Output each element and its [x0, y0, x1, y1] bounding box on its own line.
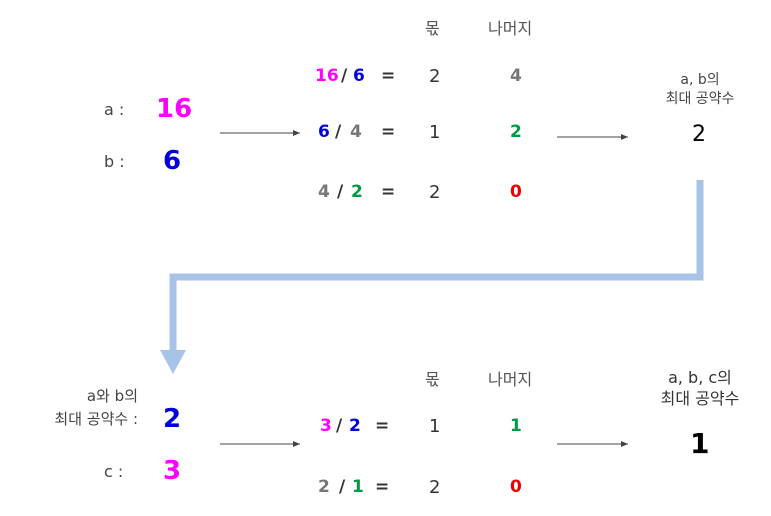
b-label: b :: [104, 152, 125, 171]
slash: /: [341, 66, 348, 86]
b-value: 6: [163, 146, 182, 176]
equals-sign: =: [381, 182, 396, 202]
quotient-value: 1: [429, 122, 441, 143]
divisor: 4: [350, 122, 362, 142]
quotient-value: 2: [429, 182, 441, 203]
dividend: 2: [318, 477, 330, 497]
remainder-header: 나머지: [488, 370, 533, 389]
divisor: 2: [351, 182, 363, 202]
equals-sign: =: [381, 66, 396, 86]
gcd-ab-value: 2: [692, 122, 706, 147]
remainder-value: 0: [510, 477, 522, 497]
remainder-value: 1: [510, 416, 522, 436]
dividend: 16: [315, 66, 339, 86]
divisor: 6: [353, 66, 365, 86]
gcd-ab-input-value: 2: [163, 404, 182, 434]
dividend: 3: [320, 416, 332, 436]
slash: /: [336, 416, 343, 436]
divisor: 1: [352, 477, 364, 497]
dividend: 6: [318, 122, 330, 142]
a-label: a :: [104, 100, 125, 119]
gcd-abc-label: a, b, c의 최대 공약수: [635, 367, 765, 409]
flow-connector-arrow: [169, 180, 704, 352]
slash: /: [337, 182, 344, 202]
gcd-abc-label-line1: a, b, c의: [668, 368, 732, 387]
quotient-header: 몫: [425, 19, 440, 38]
slash: /: [339, 477, 346, 497]
a-value: 16: [156, 94, 193, 124]
remainder-value: 0: [510, 182, 522, 202]
c-value: 3: [163, 456, 182, 486]
quotient-value: 1: [429, 416, 441, 437]
c-label: c :: [104, 462, 124, 481]
gcd-ab-label: a, b의 최대 공약수: [640, 71, 760, 109]
gcd-abc-label-line2: 최대 공약수: [660, 389, 740, 408]
equals-sign: =: [381, 122, 396, 142]
remainder-value: 2: [510, 122, 522, 142]
slash: /: [335, 122, 342, 142]
gcd-ab-input-label-line2: 최대 공약수 :: [54, 410, 138, 428]
quotient-value: 2: [429, 66, 441, 87]
divisor: 2: [349, 416, 361, 436]
gcd-ab-label-line1: a, b의: [680, 72, 720, 88]
remainder-value: 4: [510, 66, 522, 86]
remainder-header: 나머지: [488, 19, 533, 38]
gcd-abc-value: 1: [690, 427, 710, 460]
flow-connector-arrowhead: [160, 350, 186, 374]
dividend: 4: [318, 182, 330, 202]
gcd-ab-input-label-line1: a와 b의: [86, 387, 138, 405]
quotient-header: 몫: [425, 370, 440, 389]
quotient-value: 2: [429, 477, 441, 498]
gcd-ab-input-label: a와 b의 최대 공약수 :: [20, 385, 138, 431]
gcd-ab-label-line2: 최대 공약수: [665, 91, 735, 107]
equals-sign: =: [375, 416, 390, 436]
equals-sign: =: [375, 477, 390, 497]
